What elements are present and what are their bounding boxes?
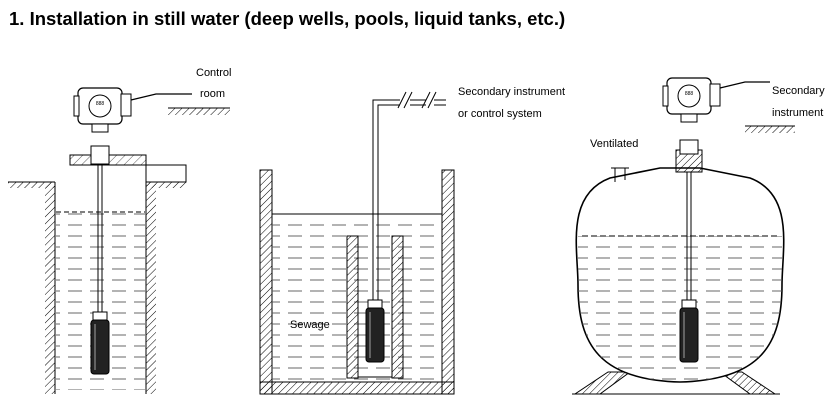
ground-right: [146, 182, 186, 188]
sewage-label: Sewage: [290, 319, 330, 331]
cable-break-mark-1: [397, 91, 413, 109]
stilling-pipe-left: [346, 235, 359, 379]
ground-left: [8, 182, 55, 188]
mounting-flange: [90, 145, 110, 165]
control-room-label-line1: Control: [196, 67, 231, 79]
support-block: [145, 164, 187, 183]
control-room-ground: [168, 108, 230, 115]
tank-transmitter-head: [662, 77, 721, 123]
pool-signal-cable: [372, 99, 400, 300]
pool-wall-left: [259, 169, 273, 395]
well-wall-right: [146, 182, 156, 394]
deep-well-diagram: Control room: [8, 67, 231, 394]
tank-signal-cable: [719, 81, 770, 89]
secondary-instrument-label-line2: or control system: [458, 108, 542, 120]
vent-pipe: [614, 168, 626, 182]
tank-probe-sensor: [679, 299, 699, 363]
well-wall-left: [45, 182, 55, 394]
tank-secondary-label-line2: instrument: [772, 107, 823, 119]
pool-floor: [259, 381, 455, 395]
tank-instrument-ground: [745, 126, 795, 133]
stilling-pipe-right: [391, 235, 404, 379]
signal-cable: [130, 93, 192, 101]
probe-sensor: [90, 311, 110, 375]
tank-secondary-label-line1: Secondary: [772, 85, 825, 97]
secondary-instrument-label-line1: Secondary instrument: [458, 86, 565, 98]
pool-probe-sensor: [365, 299, 385, 363]
control-room-label-line2: room: [200, 88, 225, 100]
pool-diagram: Sewage Secondary instrument or control s…: [259, 86, 565, 395]
ventilated-label: Ventilated: [590, 138, 638, 150]
pool-wall-right: [441, 169, 455, 395]
tank-leg-left: [573, 371, 632, 395]
transmitter-head: [73, 87, 132, 133]
tank-diagram: Ventilated Secondary instrument: [572, 77, 825, 395]
page-title: 1. Installation in still water (deep wel…: [9, 8, 566, 29]
